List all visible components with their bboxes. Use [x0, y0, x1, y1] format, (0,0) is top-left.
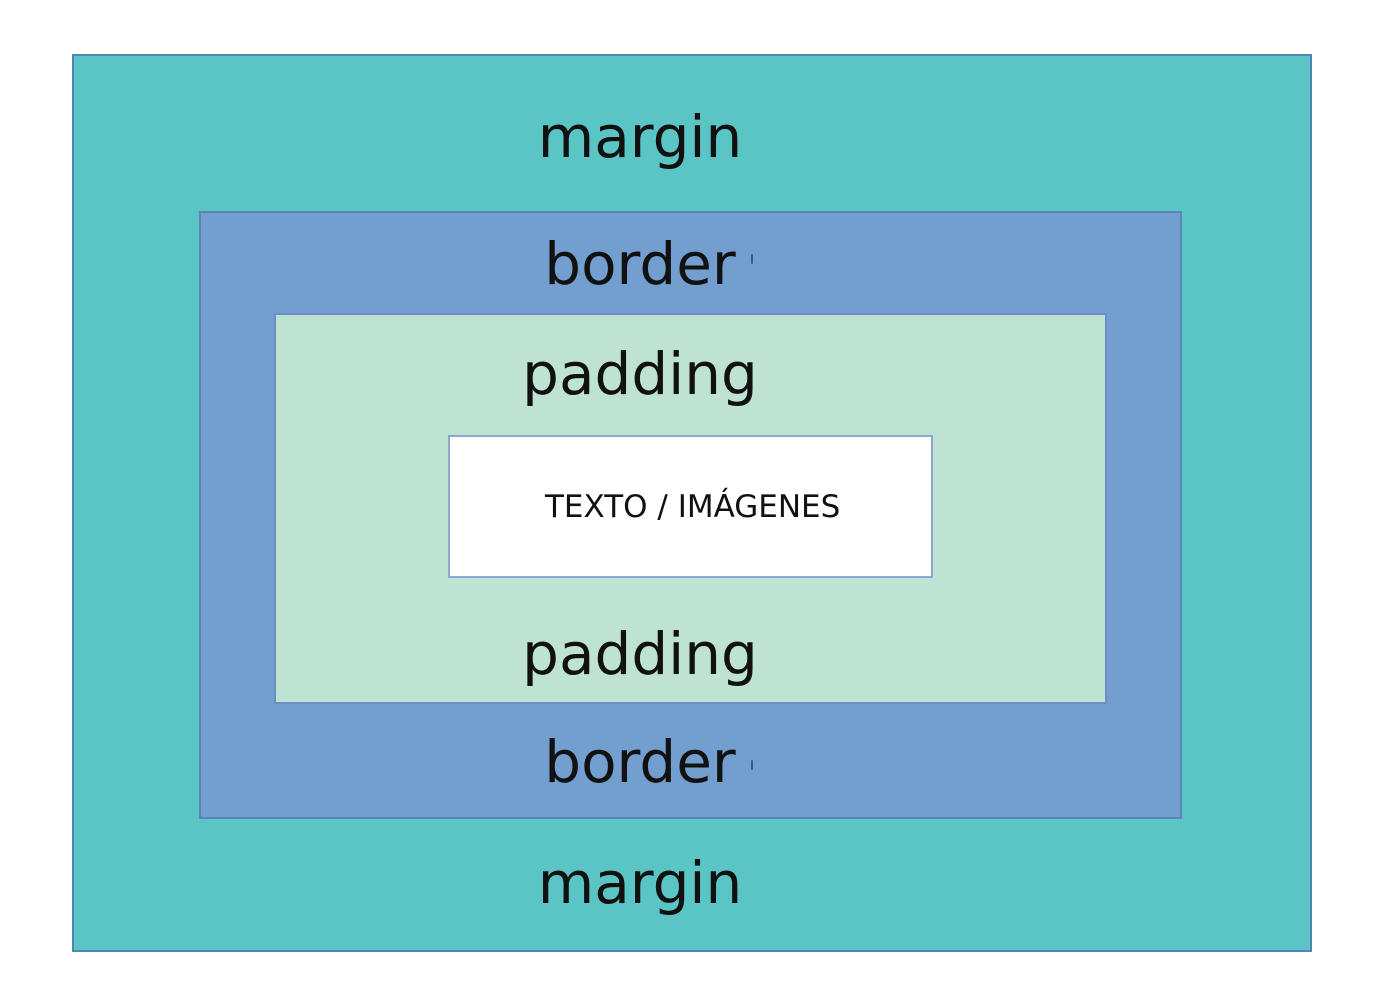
padding-label-top: padding	[522, 340, 758, 408]
content-box	[448, 435, 933, 578]
padding-label-bottom: padding	[522, 620, 758, 688]
content-label: TEXTO / IMÁGENES	[545, 489, 841, 525]
border-label-top: border	[544, 230, 736, 298]
margin-label-top: margin	[537, 103, 743, 171]
border-top-tick	[751, 254, 753, 264]
border-bottom-tick	[751, 760, 753, 770]
border-label-bottom: border	[544, 728, 736, 796]
margin-label-bottom: margin	[537, 849, 743, 917]
